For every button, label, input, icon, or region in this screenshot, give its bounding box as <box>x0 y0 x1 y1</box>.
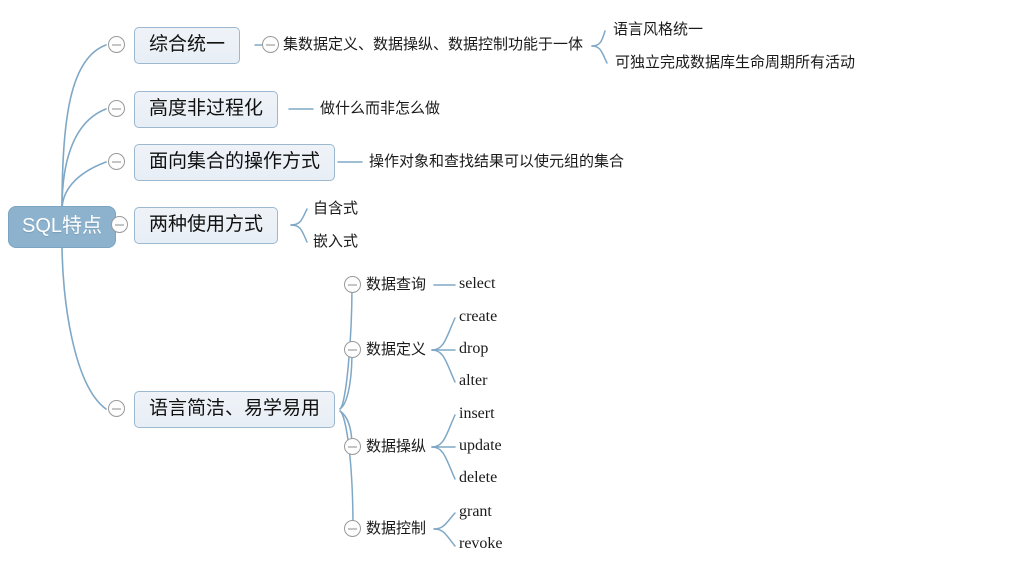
node-select[interactable]: select <box>459 276 495 292</box>
node-b1-c1[interactable]: 集数据定义、数据操纵、数据控制功能于一体 <box>283 37 583 52</box>
node-label: 数据查询 <box>366 276 427 293</box>
node-label: grant <box>459 503 492 520</box>
node-label: 自含式 <box>313 200 359 217</box>
node-label: 数据定义 <box>366 341 427 358</box>
node-b4-c1[interactable]: 自含式 <box>313 201 358 216</box>
link-b4-c2 <box>290 224 308 243</box>
node-data-manipulation[interactable]: 数据操纵 <box>366 439 426 454</box>
collapse-icon-b1[interactable] <box>108 36 125 53</box>
topic-label: 两种使用方式 <box>149 214 264 235</box>
node-update[interactable]: update <box>459 438 502 454</box>
node-create[interactable]: create <box>459 309 497 325</box>
node-label: 嵌入式 <box>313 233 359 250</box>
link-root-b2 <box>61 108 107 209</box>
topic-concise-easy-language[interactable]: 语言简洁、易学易用 <box>134 391 336 428</box>
node-label: update <box>459 437 502 454</box>
topic-comprehensive-unity[interactable]: 综合统一 <box>134 27 241 64</box>
link-c4-grant <box>433 512 456 530</box>
collapse-icon-b1-c1[interactable] <box>262 36 279 53</box>
node-label: create <box>459 308 498 325</box>
node-label: 数据操纵 <box>366 438 427 455</box>
node-drop[interactable]: drop <box>459 341 488 357</box>
link-c2-alter <box>431 349 456 383</box>
link-b4-c1 <box>290 208 308 226</box>
node-insert[interactable]: insert <box>459 406 495 422</box>
collapse-icon-b5[interactable] <box>108 400 125 417</box>
collapse-icon-b3[interactable] <box>108 153 125 170</box>
node-label: insert <box>459 405 495 422</box>
root-node[interactable]: SQL特点 <box>8 206 117 248</box>
link-c3-insert <box>431 414 456 448</box>
topic-label: 综合统一 <box>149 34 226 55</box>
node-data-definition[interactable]: 数据定义 <box>366 342 426 357</box>
node-label: 操作对象和查找结果可以使元组的集合 <box>369 153 625 170</box>
link-c3-delete <box>431 446 456 480</box>
collapse-icon-b5-c2[interactable] <box>344 341 361 358</box>
topic-label: 语言简洁、易学易用 <box>149 398 321 419</box>
link-b5-c4 <box>339 410 354 530</box>
node-grant[interactable]: grant <box>459 504 492 520</box>
node-data-query[interactable]: 数据查询 <box>366 277 426 292</box>
node-label: 做什么而非怎么做 <box>320 100 441 117</box>
link-c4-revoke <box>433 528 456 547</box>
node-b3-c1[interactable]: 操作对象和查找结果可以使元组的集合 <box>369 154 624 169</box>
collapse-icon-b5-c3[interactable] <box>344 438 361 455</box>
collapse-icon-b5-c1[interactable] <box>344 276 361 293</box>
node-label: 语言风格统一 <box>613 21 704 38</box>
collapse-icon-b4[interactable] <box>111 216 128 233</box>
topic-two-usage-modes[interactable]: 两种使用方式 <box>134 207 279 244</box>
link-b5-c2 <box>339 349 353 410</box>
node-label: alter <box>459 372 488 389</box>
link-c1-s2 <box>591 45 608 64</box>
topic-label: 面向集合的操作方式 <box>149 151 321 172</box>
collapse-icon-b2[interactable] <box>108 100 125 117</box>
collapse-icon-b5-c4[interactable] <box>344 520 361 537</box>
node-label: revoke <box>459 535 503 552</box>
node-data-control[interactable]: 数据控制 <box>366 521 426 536</box>
node-b4-c2[interactable]: 嵌入式 <box>313 234 358 249</box>
link-c2-create <box>431 317 456 351</box>
node-revoke[interactable]: revoke <box>459 536 503 552</box>
node-b2-c1[interactable]: 做什么而非怎么做 <box>320 101 440 116</box>
node-label: delete <box>459 469 498 486</box>
link-c1-s1 <box>591 30 606 47</box>
root-label: SQL特点 <box>22 215 103 237</box>
node-delete[interactable]: delete <box>459 470 497 486</box>
topic-highly-nonprocedural[interactable]: 高度非过程化 <box>134 91 279 128</box>
link-root-b5 <box>61 242 107 410</box>
node-alter[interactable]: alter <box>459 373 487 389</box>
node-label: 集数据定义、数据操纵、数据控制功能于一体 <box>283 36 584 53</box>
node-label: 可独立完成数据库生命周期所有活动 <box>615 54 856 71</box>
node-label: select <box>459 275 496 292</box>
node-b1-c1-s1[interactable]: 语言风格统一 <box>613 22 703 37</box>
node-label: 数据控制 <box>366 520 427 537</box>
node-b1-c1-s2[interactable]: 可独立完成数据库生命周期所有活动 <box>615 55 855 70</box>
link-root-b3 <box>61 161 107 211</box>
node-label: drop <box>459 340 489 357</box>
topic-label: 高度非过程化 <box>149 98 264 119</box>
link-root-b1 <box>61 44 107 209</box>
topic-set-oriented-operation[interactable]: 面向集合的操作方式 <box>134 144 336 181</box>
